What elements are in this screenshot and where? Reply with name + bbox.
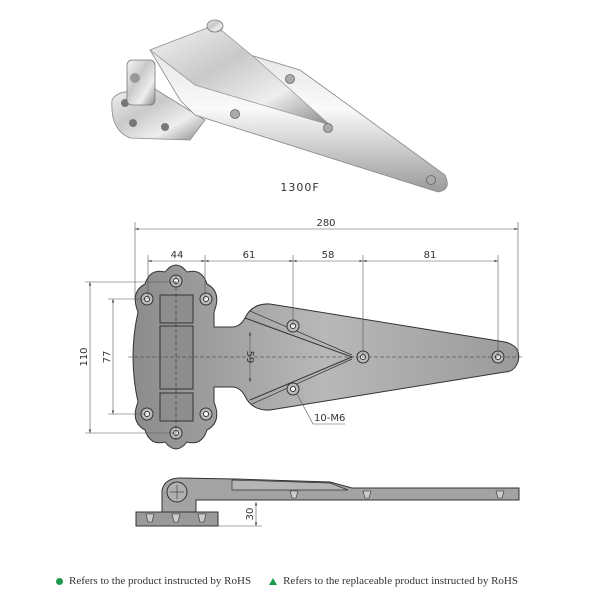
dim-61: 61 [243,250,256,261]
rohs-legend: Refers to the product instructed by RoHS… [56,575,518,587]
top-view [128,264,523,450]
green-triangle-icon [269,577,278,585]
dim-77: 77 [102,351,113,364]
dim-58: 58 [322,250,335,261]
dimension-lines [85,222,519,434]
dim-280: 280 [316,218,335,229]
side-view [135,477,520,527]
product-photo [111,19,448,193]
green-circle-icon [56,577,63,585]
dim-110: 110 [79,347,90,366]
dim-81: 81 [424,250,437,261]
legend-rohs-replaceable: Refers to the replaceable product instru… [283,575,518,587]
dim-59: 59 [244,351,255,364]
legend-rohs: Refers to the product instructed by RoHS [69,575,252,587]
holes-callout: 10-M6 [314,413,345,424]
model-label: 1300F [280,181,319,194]
dim-30: 30 [245,508,256,521]
dim-44: 44 [171,250,184,261]
